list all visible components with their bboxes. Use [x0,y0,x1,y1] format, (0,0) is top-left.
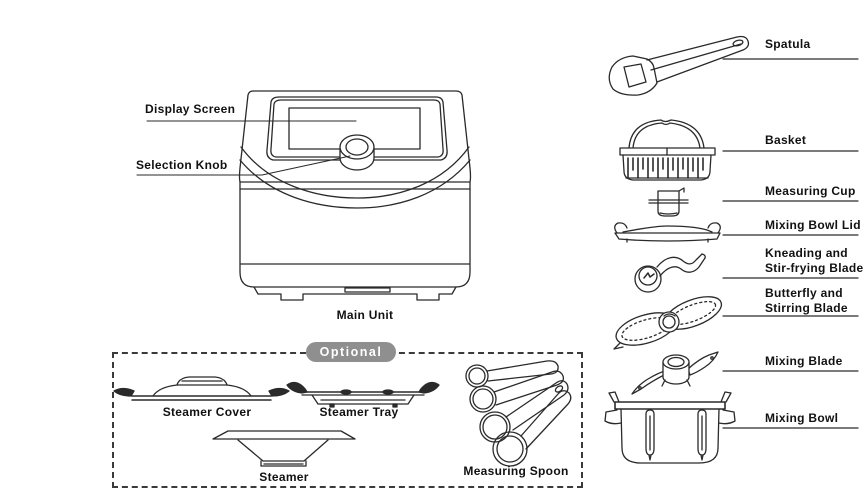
steamer-cover-illustration [113,376,290,401]
mixing-bowl-illustration [604,391,736,464]
label-spatula: Spatula [765,37,810,52]
butterfly-blade-illustration [613,296,723,350]
callout-selection-knob: Selection Knob [136,158,228,172]
accessory-leader-lines [722,58,859,429]
steamer-illustration [212,430,356,467]
label-line: Spatula [765,37,811,51]
measuring-cup-illustration [648,187,689,217]
label-line: Stirring Blade [765,301,848,315]
main-unit-leader-lines [136,120,357,176]
mixing-blade-illustration [631,351,719,395]
label-line: Basket [765,133,807,147]
label-mixing-bowl: Mixing Bowl [765,411,838,426]
label-kneading-blade: Kneading and Stir-frying Blade [765,246,863,276]
label-steamer-tray: Steamer Tray [319,405,399,419]
steamer-tray-illustration [286,381,440,408]
label-butterfly-blade: Butterfly and Stirring Blade [765,286,848,316]
label-line: Stir-frying Blade [765,261,864,275]
label-line: Kneading and [765,246,848,260]
mixing-bowl-lid-illustration [614,222,721,243]
measuring-spoon-illustration [465,360,572,467]
label-measuring-cup: Measuring Cup [765,184,856,199]
main-unit-illustration [238,90,472,301]
label-main-unit: Main Unit [336,308,394,322]
label-mixing-bowl-lid: Mixing Bowl Lid [765,218,861,233]
kneading-blade-illustration [634,253,706,293]
label-mixing-blade: Mixing Blade [765,354,843,369]
label-line: Mixing Blade [765,354,843,368]
label-basket: Basket [765,133,806,148]
label-steamer-cover: Steamer Cover [162,405,252,419]
label-line: Measuring Cup [765,184,856,198]
spatula-illustration [608,35,750,96]
optional-badge: Optional [306,342,396,362]
label-line: Mixing Bowl Lid [765,218,861,232]
label-steamer: Steamer [259,470,309,484]
basket-illustration [619,119,716,181]
label-line: Butterfly and [765,286,843,300]
label-line: Mixing Bowl [765,411,839,425]
callout-display-screen: Display Screen [145,102,236,116]
label-measuring-spoon: Measuring Spoon [463,464,569,478]
